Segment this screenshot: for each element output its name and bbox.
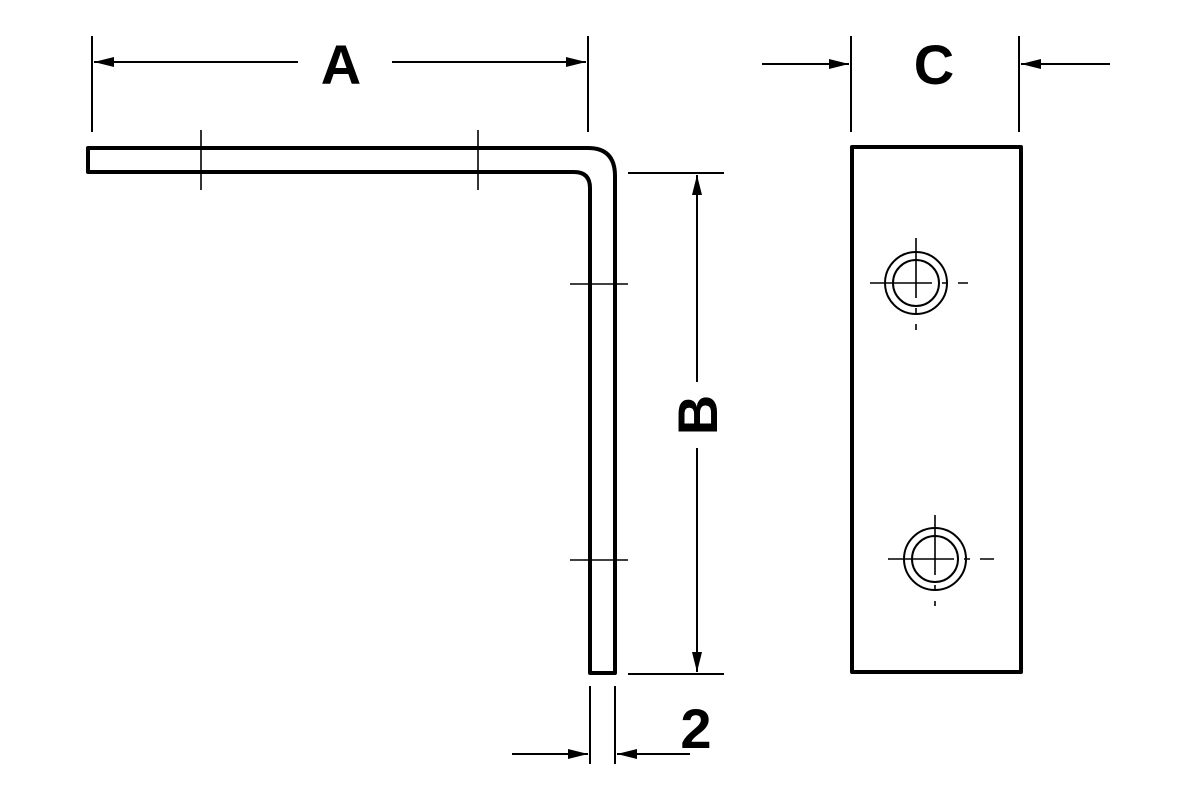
countersunk-hole-bottom <box>888 515 994 606</box>
bracket-profile <box>86 146 617 675</box>
dimension-c-label: C <box>914 33 954 96</box>
dimension-a: A <box>91 33 589 132</box>
countersunk-hole-top <box>870 238 968 330</box>
dimension-b: B <box>628 172 729 675</box>
dimension-b-label: B <box>666 395 729 435</box>
dimension-a-label: A <box>321 33 361 96</box>
dimension-thickness: 2 <box>512 686 712 764</box>
dimension-thickness-label: 2 <box>680 697 711 760</box>
bracket-side-view <box>86 130 628 675</box>
plate-outline <box>850 145 1023 674</box>
dimension-c: C <box>762 33 1110 132</box>
bracket-front-view <box>850 145 1023 674</box>
